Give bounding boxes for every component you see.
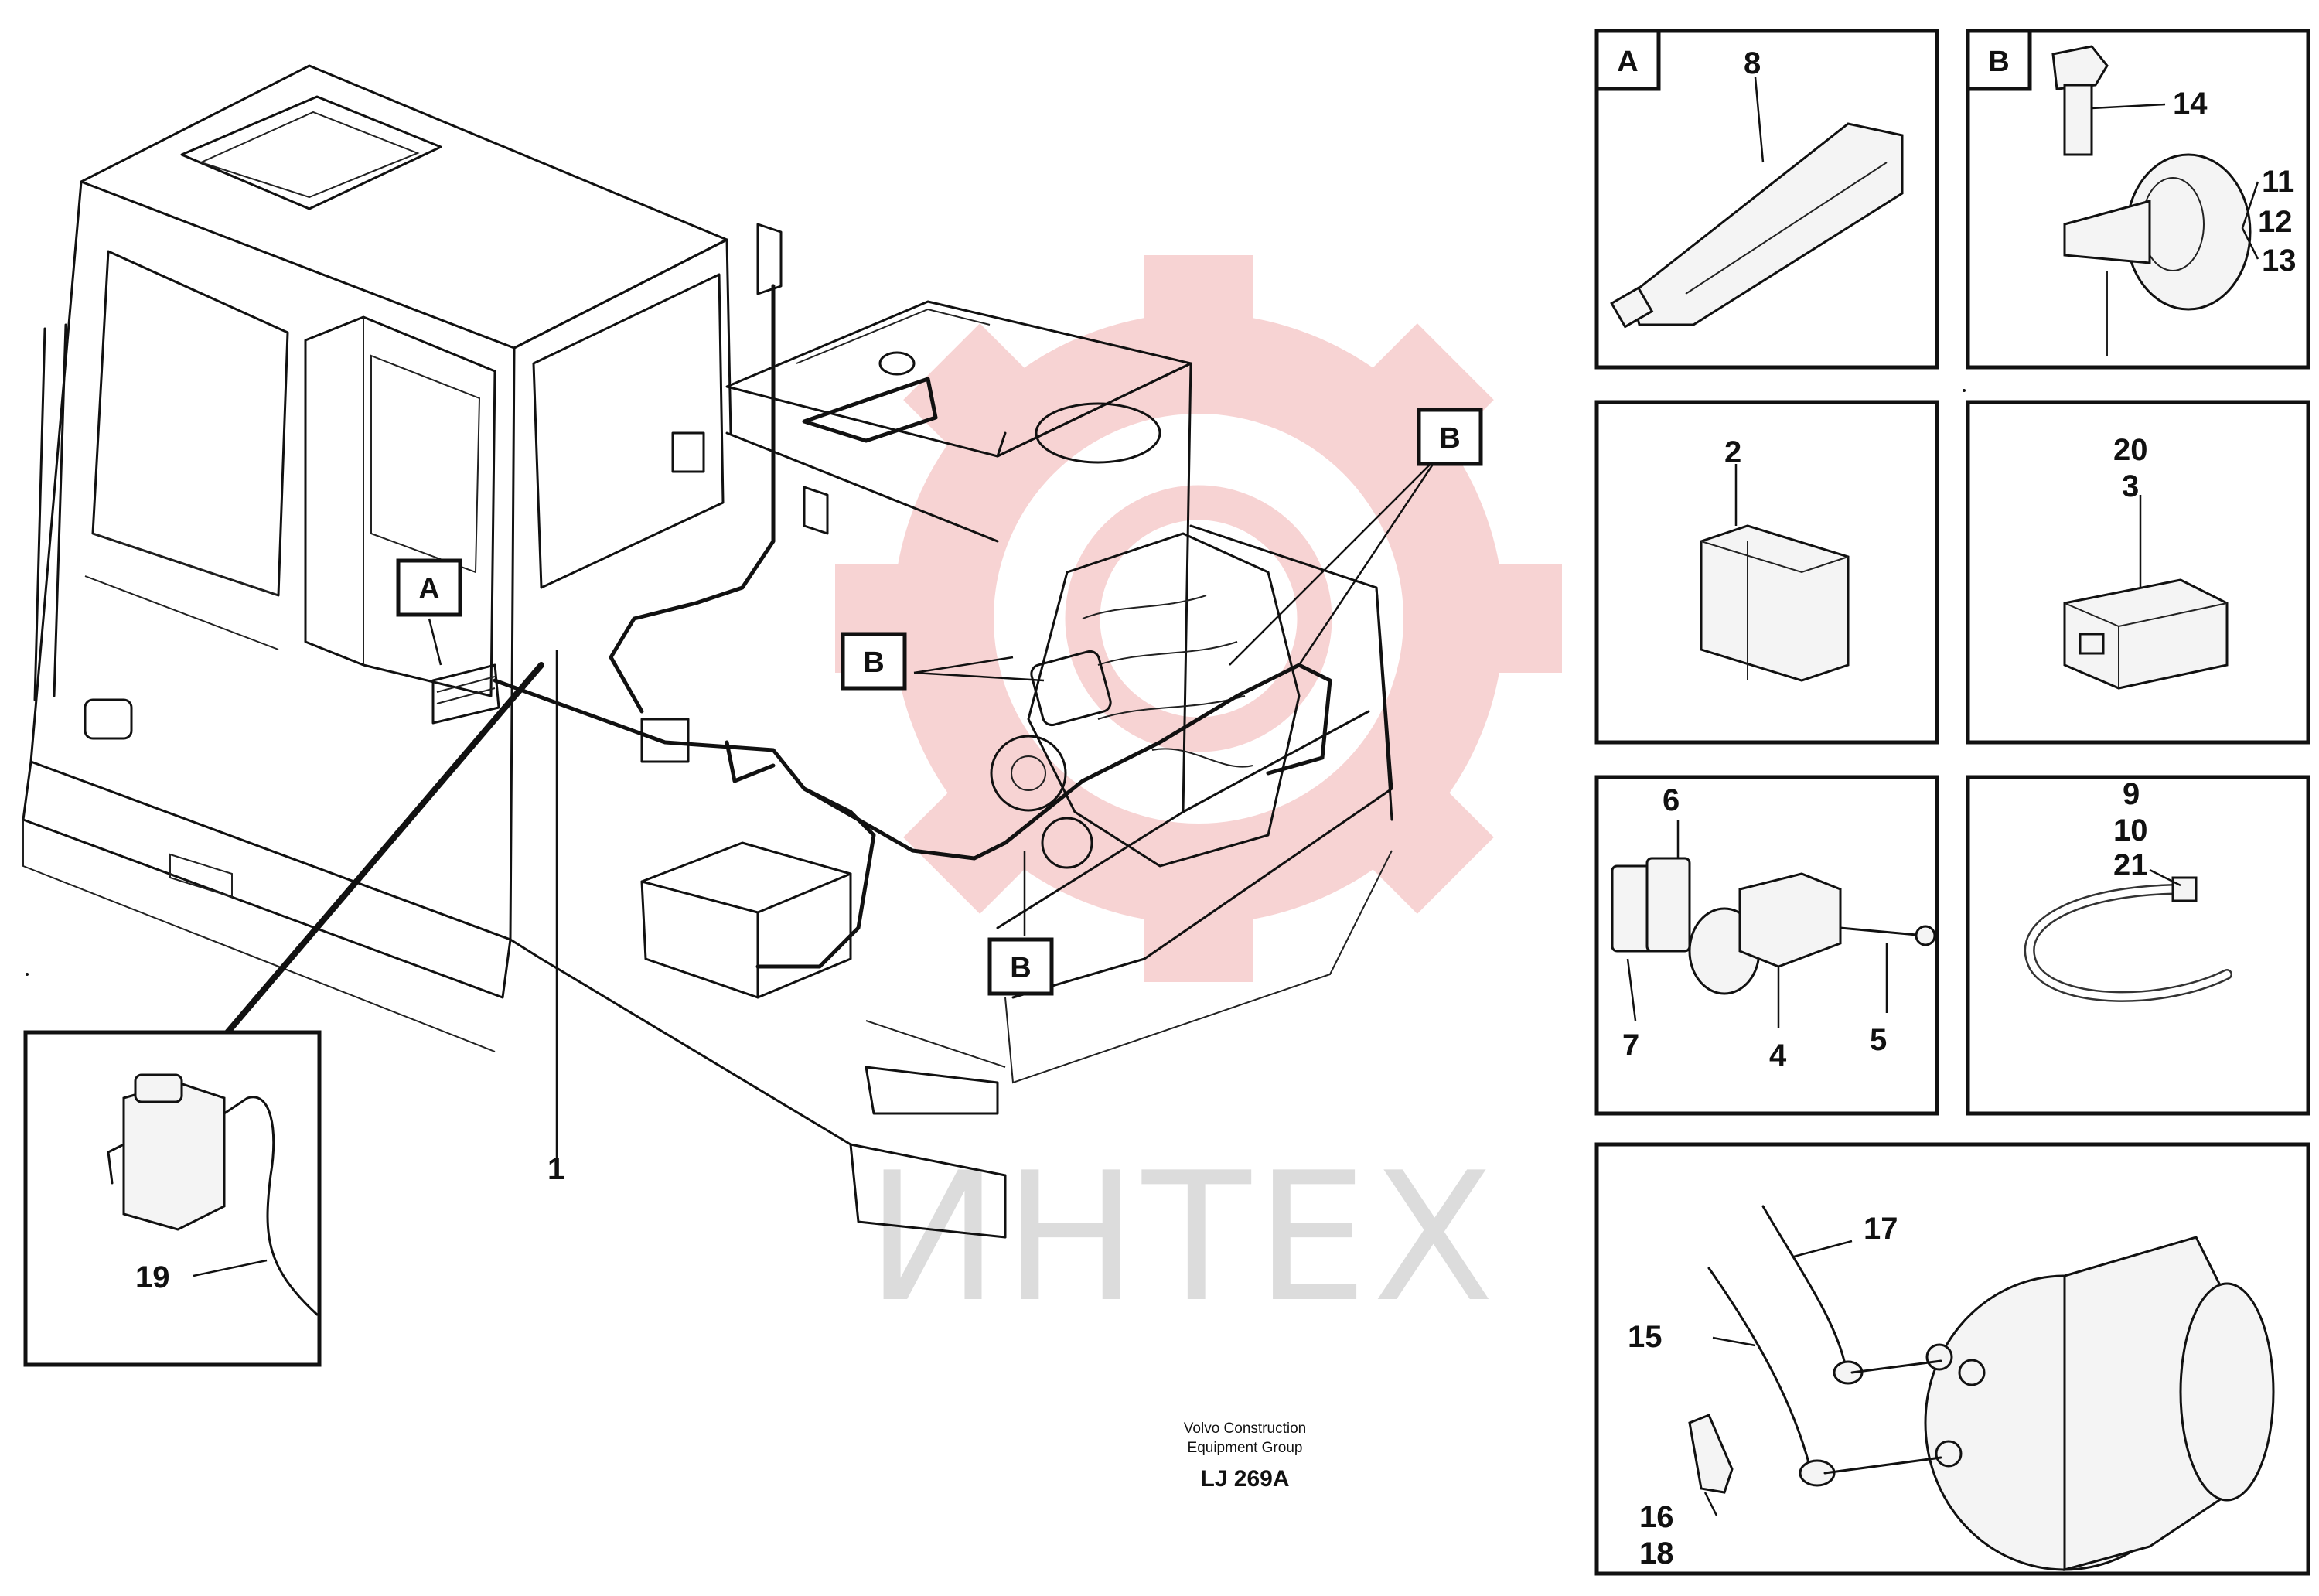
excavator-drawing bbox=[22, 64, 1393, 1239]
label-6: 6 bbox=[1663, 783, 1680, 817]
label-15: 15 bbox=[1628, 1320, 1663, 1354]
detail-tag-b-middle-text: B bbox=[863, 646, 884, 679]
label-17: 17 bbox=[1864, 1212, 1898, 1246]
panel-f: 9 10 21 bbox=[1966, 775, 2310, 1116]
label-13: 13 bbox=[2262, 244, 2297, 278]
stray-dot bbox=[1963, 389, 1966, 392]
watermark-gear-icon bbox=[835, 255, 1562, 982]
label-18: 18 bbox=[1639, 1536, 1674, 1570]
label-19: 19 bbox=[135, 1260, 170, 1294]
caption-code: LJ 269A bbox=[1200, 1466, 1289, 1492]
detail-tag-b-upper-text: B bbox=[1439, 422, 1460, 455]
panel-a: A 8 bbox=[1594, 29, 1939, 370]
detail-tag-b-middle: B bbox=[841, 632, 907, 691]
inset-19-leader bbox=[221, 662, 544, 1039]
label-5: 5 bbox=[1870, 1023, 1887, 1057]
label-14: 14 bbox=[2173, 87, 2208, 121]
panel-c: 2 bbox=[1594, 400, 1939, 745]
caption-line-2: Equipment Group bbox=[1188, 1440, 1303, 1456]
caption-line-1: Volvo Construction bbox=[1184, 1420, 1306, 1437]
label-10: 10 bbox=[2113, 813, 2148, 847]
label-9: 9 bbox=[2123, 777, 2140, 811]
label-2: 2 bbox=[1724, 435, 1741, 469]
label-8: 8 bbox=[1744, 46, 1761, 80]
label-12: 12 bbox=[2258, 205, 2293, 239]
label-1: 1 bbox=[547, 1152, 564, 1186]
panel-b-tag: B bbox=[1988, 46, 2009, 78]
drawing-caption: Volvo Construction Equipment Group LJ 26… bbox=[1184, 1420, 1306, 1492]
stray-dot bbox=[26, 973, 29, 976]
inset-panel-19: 19 bbox=[23, 1030, 322, 1367]
panel-d: 20 3 bbox=[1966, 400, 2310, 745]
detail-tag-a: A bbox=[396, 558, 462, 617]
panel-g: 17 15 16 18 bbox=[1594, 1142, 2310, 1576]
b1-leader-lines bbox=[1229, 455, 1440, 666]
label-7: 7 bbox=[1622, 1028, 1639, 1062]
detail-tag-b-upper: B bbox=[1417, 408, 1483, 466]
label-4: 4 bbox=[1769, 1038, 1787, 1073]
a-leader-line bbox=[428, 618, 442, 666]
panel-b: B 14 11 12 13 bbox=[1966, 29, 2310, 370]
panel-e: 6 7 4 5 bbox=[1594, 775, 1939, 1116]
label-21: 21 bbox=[2113, 848, 2148, 882]
b2-leader-lines bbox=[913, 656, 1045, 682]
label-20: 20 bbox=[2113, 433, 2148, 467]
detail-tag-b-lower-text: B bbox=[1010, 952, 1031, 984]
label-11: 11 bbox=[2262, 165, 2294, 199]
label-3: 3 bbox=[2122, 469, 2139, 503]
wiring-harness bbox=[493, 284, 1332, 969]
panel-a-tag: A bbox=[1617, 46, 1638, 78]
label-16: 16 bbox=[1639, 1500, 1674, 1534]
detail-tag-b-lower: B bbox=[987, 937, 1054, 996]
detail-tag-a-text: A bbox=[418, 573, 439, 605]
